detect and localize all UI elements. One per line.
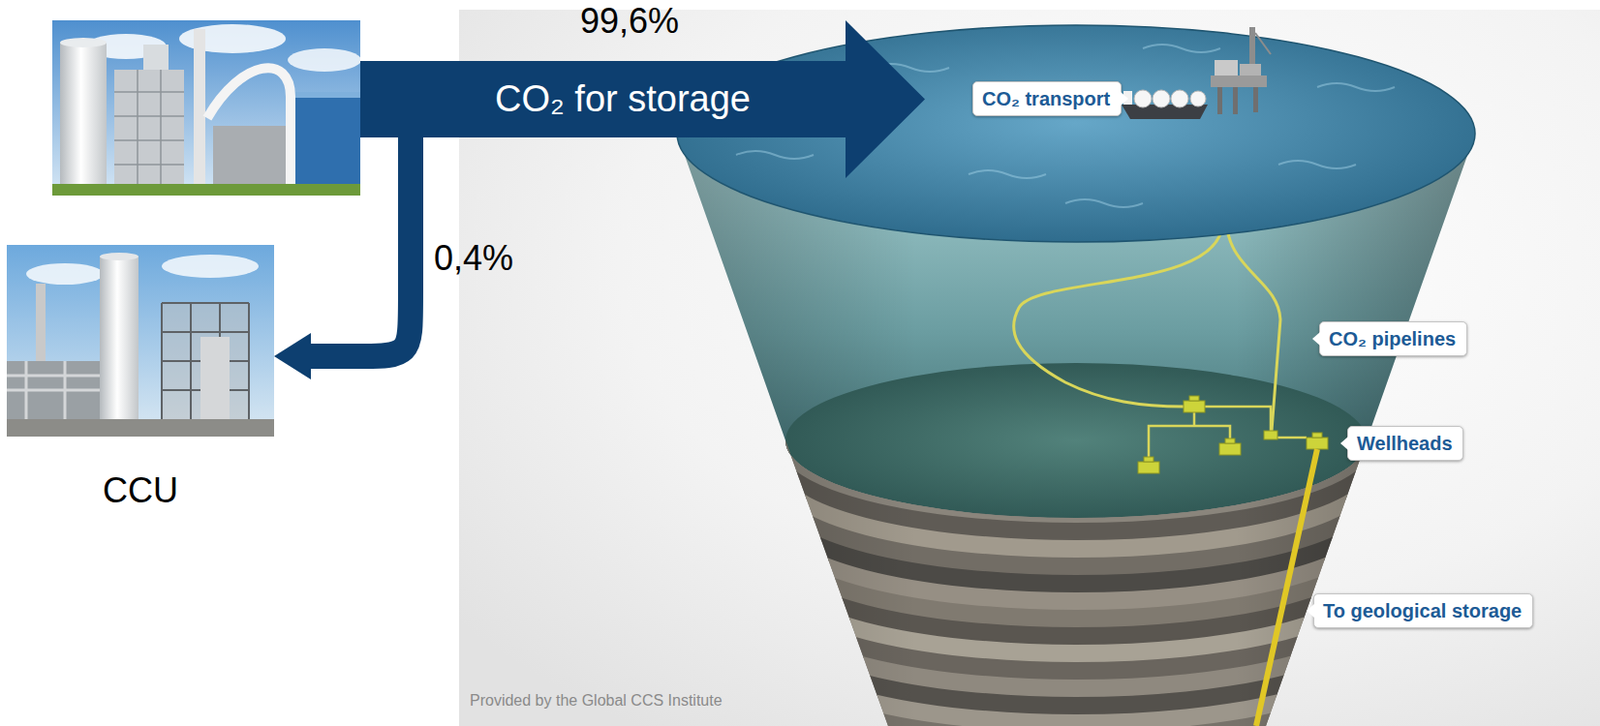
rock-strata: [774, 426, 1377, 726]
cloud: [161, 254, 259, 278]
pipeline-branch: [1148, 406, 1307, 462]
node-text: CO₂ for storage: [494, 61, 751, 138]
blue-building: [295, 92, 361, 188]
platform-deck: [1210, 75, 1267, 88]
wellhead: [1138, 461, 1160, 474]
node-text: CCU: [6, 469, 275, 513]
ship-tank: [1190, 91, 1206, 107]
ship-tank: [1170, 90, 1189, 108]
storage-pipe: [1256, 449, 1318, 726]
structure-frame: [114, 69, 185, 188]
silo-top: [60, 37, 107, 48]
node-text: Wellheads: [1356, 431, 1454, 456]
callout-label: To geological storage: [1313, 593, 1534, 629]
plant-photo: [52, 20, 361, 196]
pipeline: [1226, 222, 1281, 431]
platform-leg: [1232, 85, 1238, 115]
plant-pipe: [207, 67, 291, 186]
sky: [52, 20, 361, 196]
flow-arrow: CO₂ for storage: [360, 61, 846, 138]
ccu-photo: [6, 245, 275, 437]
wellhead: [1143, 457, 1154, 462]
silo: [60, 42, 107, 188]
wave: [968, 170, 1047, 179]
share-percent: 99,6%: [580, 0, 679, 41]
platform-module: [1214, 60, 1238, 76]
ccu-plant: CCU: [6, 245, 275, 513]
ship: [1121, 90, 1208, 120]
wave: [1142, 44, 1221, 53]
ccu-photo-clip: [6, 245, 275, 437]
node-text: CO₂ pipelines: [1328, 327, 1458, 351]
wave: [1317, 83, 1395, 92]
wellhead: [1219, 443, 1241, 456]
connector-line: [309, 136, 411, 357]
wellhead: [1306, 437, 1328, 450]
equipment: [6, 361, 100, 422]
platform-module: [1239, 63, 1262, 76]
platform-leg: [1217, 85, 1223, 115]
silo-top: [99, 252, 139, 261]
blue-roof: [295, 92, 361, 98]
platform: [1210, 27, 1271, 115]
platform-tower: [1249, 27, 1256, 64]
flow-connector: [274, 136, 411, 380]
grass: [52, 184, 361, 196]
frame-bars: [161, 303, 249, 420]
ship-tank: [1134, 90, 1152, 108]
callout-label: CO₂ pipelines: [1319, 321, 1468, 357]
flow-percent: 0,4%: [433, 238, 514, 278]
manifold: [1263, 430, 1278, 440]
cloud: [26, 263, 104, 285]
credit-note: Provided by the Global CCS Institute: [469, 692, 723, 710]
arrow-body: [360, 20, 925, 179]
node-text: CO₂ transport: [982, 87, 1112, 111]
silo: [99, 256, 139, 420]
plant-building: [213, 125, 293, 188]
ship-tank: [1152, 90, 1170, 108]
wellhead: [1183, 400, 1205, 413]
wellhead: [1225, 438, 1235, 444]
sky: [6, 245, 275, 437]
tank: [200, 337, 230, 420]
wave: [736, 151, 814, 159]
plant-structure: [114, 69, 185, 188]
cloud: [287, 48, 361, 72]
arrow-head: [274, 333, 311, 380]
wellheads: [1138, 396, 1328, 474]
node-text: To geological storage: [1323, 599, 1524, 623]
wave: [1065, 199, 1143, 208]
plant-tower: [143, 44, 169, 70]
callout-label: Wellheads: [1347, 426, 1464, 462]
equipment-pipes: [6, 361, 100, 422]
wellhead: [1189, 396, 1200, 401]
ground: [6, 419, 275, 437]
callout-label: CO₂ transport: [972, 81, 1122, 117]
frame-structure: [161, 303, 249, 420]
platform-leg: [1253, 85, 1259, 113]
platform-crane: [1255, 32, 1271, 55]
stack: [193, 29, 206, 188]
rock-shade: [774, 426, 1376, 726]
wellhead: [1312, 432, 1323, 438]
wave: [1278, 160, 1356, 169]
